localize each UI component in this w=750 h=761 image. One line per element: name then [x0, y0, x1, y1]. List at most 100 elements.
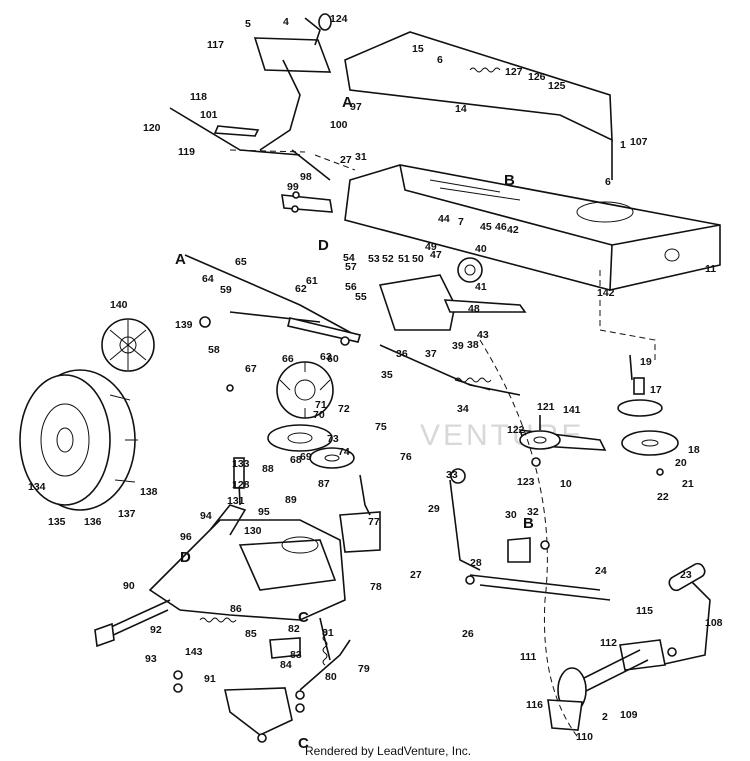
callout-number: 19 — [640, 356, 652, 368]
callout-number: 99 — [287, 181, 299, 193]
callout-number: 67 — [245, 363, 257, 375]
transaxle — [94, 457, 346, 648]
callout-number: 124 — [330, 13, 348, 25]
reference-letter: C — [298, 735, 309, 752]
callout-number: 50 — [412, 253, 424, 265]
callout-number: 96 — [180, 531, 192, 543]
callout-number: 71 — [315, 399, 327, 411]
callout-number: 108 — [705, 617, 723, 629]
belt-routing — [229, 149, 656, 741]
callout-number: 49 — [425, 241, 437, 253]
callout-number: 81 — [322, 627, 334, 639]
callout-number: 42 — [507, 224, 519, 236]
callout-number: 72 — [338, 403, 350, 415]
callout-number: 15 — [412, 43, 424, 55]
callout-number: 98 — [300, 171, 312, 183]
callout-number: 23 — [680, 569, 692, 581]
callout-number: 80 — [325, 671, 337, 683]
reference-letters: A A B B C C D D — [175, 94, 534, 752]
callout-number: 21 — [682, 478, 694, 490]
callout-number: 84 — [280, 659, 292, 671]
callout-number: 43 — [477, 329, 489, 341]
callout-number: 86 — [230, 603, 242, 615]
callout-number: 26 — [462, 628, 474, 640]
callout-number: 73 — [327, 433, 339, 445]
callout-number: 101 — [200, 109, 218, 121]
callout-number: 33 — [446, 469, 458, 481]
callout-number: 109 — [620, 709, 638, 721]
callout-number: 133 — [232, 458, 250, 470]
callout-number: 35 — [381, 369, 393, 381]
callout-number: 135 — [48, 516, 66, 528]
callout-number: 82 — [288, 623, 300, 635]
callout-number: 36 — [396, 348, 408, 360]
callout-number: 54 — [343, 252, 355, 264]
callout-number: 138 — [140, 486, 158, 498]
callout-number: 64 — [202, 273, 214, 285]
reference-letter: A — [342, 94, 353, 111]
fan-pulley-stack — [267, 361, 355, 469]
callout-number: 38 — [467, 339, 479, 351]
reference-letter: D — [180, 549, 191, 566]
callout-number: 48 — [468, 303, 480, 315]
reference-letter: A — [175, 251, 186, 268]
engine-pulley — [617, 354, 679, 456]
linkage-rods — [184, 254, 521, 396]
callout-number: 41 — [475, 281, 487, 293]
callout-number: 66 — [282, 353, 294, 365]
callout-number: 20 — [675, 457, 687, 469]
callout-number: 55 — [355, 291, 367, 303]
callout-number: 120 — [143, 122, 161, 134]
callout-number: 27 — [340, 154, 352, 166]
callout-number: 2 — [602, 711, 608, 723]
callout-number: 87 — [318, 478, 330, 490]
springs — [199, 67, 501, 666]
callout-number: 90 — [123, 580, 135, 592]
callout-number: 31 — [355, 151, 367, 163]
reference-letter: B — [523, 515, 534, 532]
callout-number: 24 — [595, 565, 607, 577]
callout-number: 118 — [190, 91, 207, 103]
reference-letter: C — [298, 609, 309, 626]
hub-cap — [101, 318, 155, 372]
callout-number: 79 — [358, 663, 370, 675]
callout-number: 112 — [600, 637, 617, 649]
callout-number: 60 — [327, 353, 339, 365]
callout-number: 11 — [705, 263, 716, 275]
callout-number: 125 — [548, 80, 566, 92]
callout-number: 93 — [145, 653, 157, 665]
callout-number: 89 — [285, 494, 297, 506]
reference-letter: B — [504, 172, 515, 189]
callout-number: 14 — [455, 103, 467, 115]
callout-number: 47 — [430, 249, 442, 261]
callout-number: 75 — [375, 421, 387, 433]
callout-number: 123 — [517, 476, 535, 488]
callout-number: 52 — [382, 253, 394, 265]
callout-number: 30 — [505, 509, 517, 521]
callout-number: 27 — [410, 569, 422, 581]
callout-number: 32 — [527, 506, 539, 518]
callout-number: 137 — [118, 508, 136, 520]
reference-letter: D — [318, 237, 329, 254]
callout-number: 77 — [368, 516, 380, 528]
callout-number: 37 — [425, 348, 437, 360]
callout-number: 59 — [220, 284, 232, 296]
callout-number: 136 — [84, 516, 102, 528]
callout-number: 94 — [200, 510, 212, 522]
callout-number: 28 — [470, 557, 482, 569]
callout-number: 18 — [688, 444, 700, 456]
callout-number: 116 — [526, 699, 543, 711]
callout-number: 7 — [458, 216, 464, 228]
callout-number: 58 — [208, 344, 220, 356]
callout-number: 100 — [330, 119, 348, 131]
callout-number: 17 — [650, 384, 662, 396]
callout-number: 65 — [235, 256, 247, 268]
callout-number: 1 — [620, 139, 626, 151]
callout-number: 76 — [400, 451, 412, 463]
callout-number: 6 — [437, 54, 443, 66]
credit-text: Rendered by LeadVenture, Inc. — [305, 744, 472, 758]
callout-number: 121 — [537, 401, 555, 413]
callout-number: 83 — [290, 649, 302, 661]
callout-number: 110 — [576, 731, 593, 743]
